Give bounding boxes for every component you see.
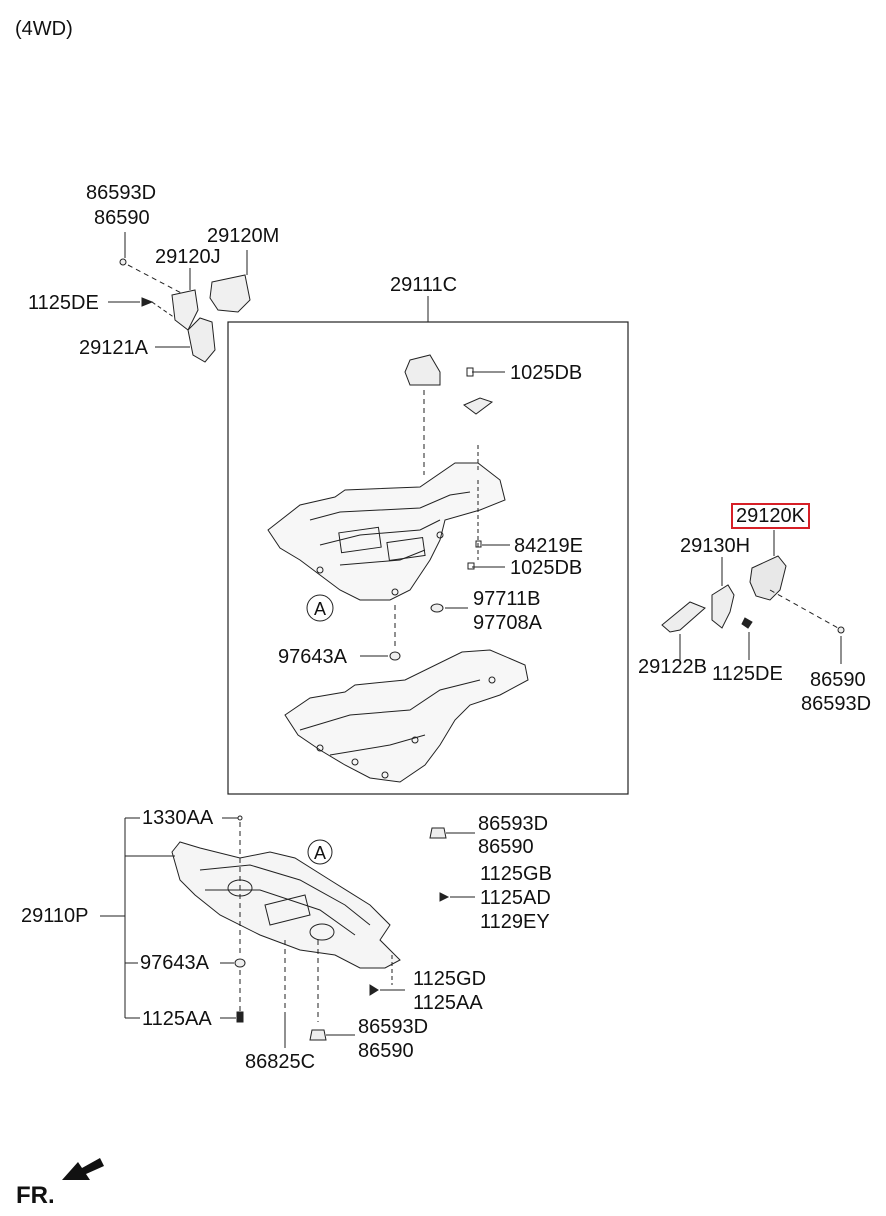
callout-29110p: 29110P — [21, 905, 89, 927]
bracket-29120k — [749, 555, 787, 601]
bracket-29130h — [711, 584, 735, 629]
callout-1129ey: 1129EY — [480, 911, 550, 933]
bracket-29120m — [209, 274, 251, 313]
skid-plate-upper — [267, 462, 506, 601]
mount-pad — [404, 354, 441, 386]
callout-1125de-left: 1125DE — [28, 292, 99, 314]
ref-a-upper — [306, 594, 334, 622]
callout-29130h: 29130H — [680, 535, 751, 557]
callout-1025db-top: 1025DB — [510, 362, 583, 384]
callout-29121a: 29121A — [79, 337, 148, 359]
under-cover-29110p — [171, 841, 401, 969]
callout-97643a-upper: 97643A — [278, 646, 347, 668]
callout-1330aa: 1330AA — [142, 807, 214, 829]
bracket-29120j — [171, 289, 199, 331]
callout-86593d-mid: 86593D — [478, 813, 549, 835]
callout-29111c: 29111C — [390, 274, 458, 296]
callout-29120k-highlighted[interactable]: 29120K — [731, 503, 810, 529]
callout-1125aa-right: 1125AA — [413, 992, 483, 1014]
bracket-29121a — [187, 317, 216, 363]
callout-86590-top-left: 86590 — [94, 207, 150, 229]
front-direction-label: FR. — [16, 1182, 55, 1209]
callout-86593d-top-left: 86593D — [86, 182, 157, 204]
skid-plate-lower — [284, 649, 529, 783]
variant-label: (4WD) — [15, 18, 73, 40]
callout-97708a: 97708A — [473, 612, 542, 634]
callout-1025db-bottom: 1025DB — [510, 557, 583, 579]
callout-86593d-low: 86593D — [358, 1016, 429, 1038]
callout-86590-mid: 86590 — [478, 836, 534, 858]
callout-1125aa-left: 1125AA — [142, 1008, 212, 1030]
ref-a-lower-label: A — [314, 843, 326, 863]
callout-1125de-right: 1125DE — [712, 663, 783, 685]
fr-arrow — [62, 1158, 104, 1180]
callout-97643a-lower: 97643A — [140, 952, 209, 974]
callout-1125gd: 1125GD — [413, 968, 487, 990]
callout-1125gb: 1125GB — [480, 863, 552, 885]
bracket-29122b — [661, 601, 706, 633]
callout-29120m: 29120M — [207, 225, 280, 247]
callout-97711b: 97711B — [473, 588, 541, 610]
callout-29120j: 29120J — [155, 246, 221, 268]
callout-1125ad: 1125AD — [480, 887, 551, 909]
callout-86593d-right: 86593D — [801, 693, 872, 715]
callout-29122b: 29122B — [638, 656, 707, 678]
callout-84219e: 84219E — [514, 535, 583, 557]
callout-86590-low: 86590 — [358, 1040, 414, 1062]
callout-86590-right: 86590 — [810, 669, 866, 691]
ref-a-upper-label: A — [314, 599, 326, 619]
callout-86825c: 86825C — [245, 1051, 316, 1073]
